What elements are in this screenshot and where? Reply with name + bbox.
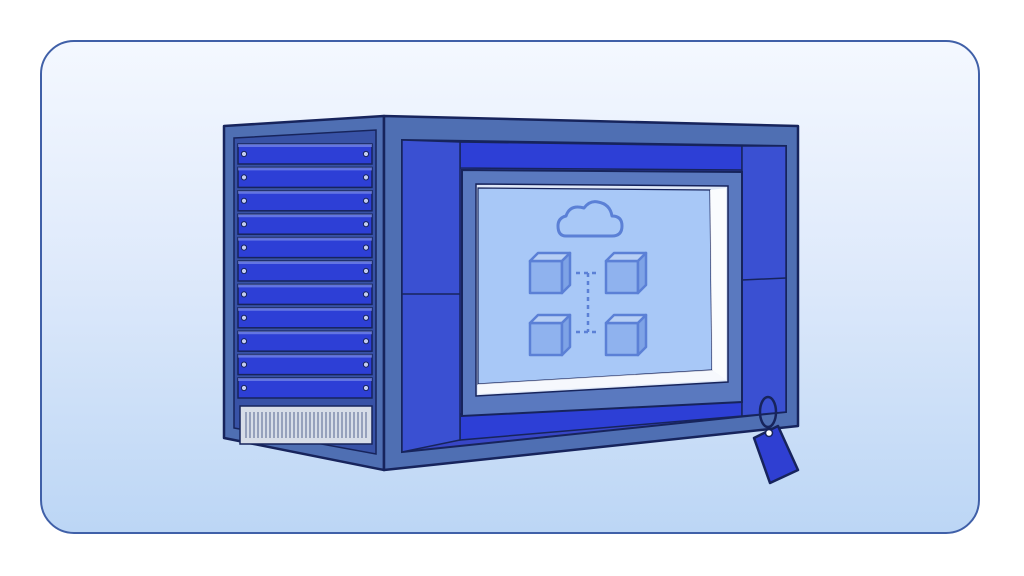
screw-icon xyxy=(240,291,248,298)
cloud-icon xyxy=(556,200,624,238)
screw-icon xyxy=(240,384,248,392)
drive-bay xyxy=(237,190,373,212)
screw-icon xyxy=(362,221,370,228)
screw-icon xyxy=(362,384,370,392)
screw-icon xyxy=(240,174,248,181)
drive-bay xyxy=(237,353,373,376)
screw-icon xyxy=(362,291,370,298)
screw-icon xyxy=(362,338,370,345)
screw-icon xyxy=(362,174,370,181)
screw-icon xyxy=(240,221,248,228)
drive-bay xyxy=(237,307,373,329)
screw-icon xyxy=(240,267,248,275)
cube-icon xyxy=(604,313,648,357)
drive-bay xyxy=(237,143,373,165)
screw-icon xyxy=(240,314,248,321)
cube-cluster xyxy=(528,251,648,357)
drive-bay xyxy=(237,330,373,352)
price-tag-icon xyxy=(752,395,800,485)
screw-icon xyxy=(240,338,248,345)
screw-icon xyxy=(362,314,370,321)
screw-icon xyxy=(362,267,370,275)
cube-icon xyxy=(604,251,648,295)
drive-bay xyxy=(237,260,373,282)
connector-lines xyxy=(576,271,600,334)
screen xyxy=(461,168,743,418)
screw-icon xyxy=(362,197,370,204)
cube-icon xyxy=(528,313,572,357)
drive-bay xyxy=(237,377,373,399)
screw-icon xyxy=(240,150,248,158)
screw-icon xyxy=(240,244,248,251)
cube-icon xyxy=(528,251,572,295)
screw-icon xyxy=(362,150,370,158)
drive-bays xyxy=(237,143,373,399)
screw-icon xyxy=(240,197,248,204)
drive-bay xyxy=(237,213,373,235)
screw-icon xyxy=(362,244,370,251)
drive-bay xyxy=(237,166,373,189)
screw-icon xyxy=(240,361,248,368)
drive-bay xyxy=(237,283,373,306)
vent-grille xyxy=(239,405,373,445)
screw-icon xyxy=(362,361,370,368)
drive-bay xyxy=(237,236,373,259)
